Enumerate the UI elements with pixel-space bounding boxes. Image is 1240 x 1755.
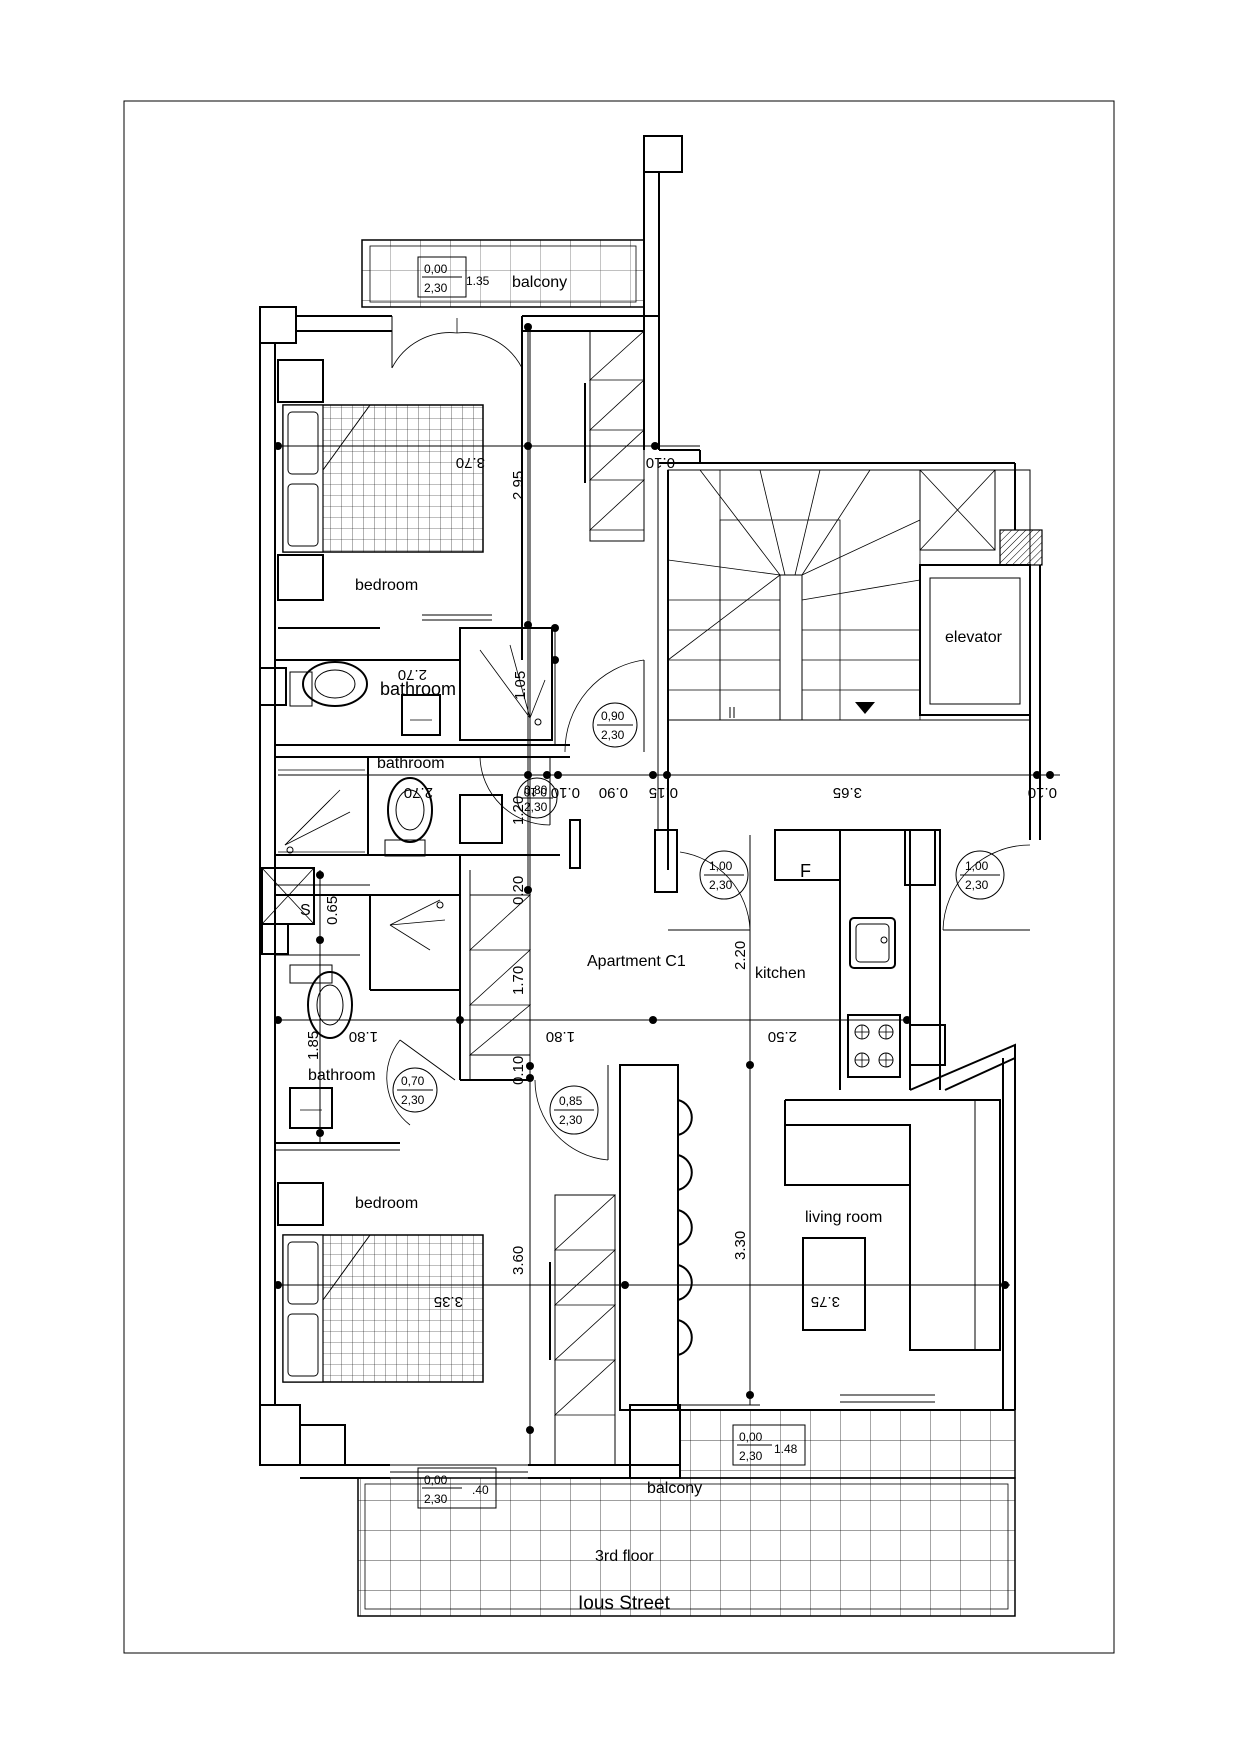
dim-1.20: 1.20	[510, 796, 527, 825]
dim-2.20: 2.20	[732, 941, 749, 970]
svg-text:2,30: 2,30	[424, 281, 448, 295]
corridor-wardrobe-top	[521, 316, 646, 630]
dim-0.10-d: 0.10	[510, 1056, 527, 1085]
opening-tag-balcony-top: 0,00 2,30 1.35	[417, 256, 490, 298]
label-fridge: F	[800, 861, 811, 881]
svg-text:2,30: 2,30	[559, 1113, 583, 1127]
svg-text:0,90: 0,90	[601, 709, 625, 723]
room-labels: balcony bedroom bathroom bathroom elevat…	[300, 274, 1003, 1497]
svg-text:2,30: 2,30	[524, 800, 548, 814]
label-bathroom-upper: bathroom	[380, 679, 456, 699]
label-storage: S	[300, 902, 311, 919]
duct-shaft	[643, 135, 683, 450]
opening-tag-window-148: 0,00 2,30 1.48	[732, 1424, 806, 1466]
label-balcony-bottom: balcony	[647, 1480, 702, 1497]
svg-text:1,00: 1,00	[709, 859, 733, 873]
opening-tags: 0,00 2,30 1.35 0,90 2,30 0,80 2,30 1,00 …	[392, 256, 1005, 1509]
label-bedroom-bottom: bedroom	[355, 1195, 418, 1212]
svg-text:2,30: 2,30	[424, 1492, 448, 1506]
bathroom-upper	[259, 627, 570, 758]
dim-3.35: 3.35	[434, 1293, 463, 1310]
svg-text:2,30: 2,30	[965, 878, 989, 892]
opening-tag-085: 0,85 2,30	[549, 1085, 599, 1135]
balcony-top	[361, 239, 645, 308]
dim-2.70-mid: 2.70	[404, 784, 433, 801]
opening-tag-090: 0,90 2,30	[592, 702, 638, 748]
dim-1.85: 1.85	[305, 1031, 322, 1060]
label-bathroom-mid: bathroom	[377, 755, 445, 772]
svg-text:1.35: 1.35	[466, 274, 490, 288]
dim-0.10-c: 0.10	[1028, 784, 1057, 801]
dim-3.60: 3.60	[510, 1246, 527, 1275]
dim-0.20: 0.20	[510, 876, 527, 905]
svg-text:0,00: 0,00	[424, 1473, 448, 1487]
stairwell	[657, 460, 1043, 870]
dim-2.50: 2.50	[768, 1028, 797, 1045]
dim-3.65: 3.65	[833, 784, 862, 801]
kitchen-counters	[774, 829, 1016, 1091]
dim-2.95: 2.95	[510, 471, 527, 500]
dim-0.65: 0.65	[324, 896, 341, 925]
label-balcony-top: balcony	[512, 274, 567, 291]
living-room-furniture	[619, 1064, 1015, 1411]
svg-text:0,70: 0,70	[401, 1074, 425, 1088]
label-apartment: Apartment C1	[587, 953, 686, 970]
svg-text:2,30: 2,30	[709, 878, 733, 892]
dim-3.75: 3.75	[811, 1293, 840, 1310]
dim-1.80-a: 1.80	[349, 1028, 378, 1045]
svg-text:0,00: 0,00	[424, 262, 448, 276]
svg-text:.40: .40	[472, 1483, 489, 1497]
dim-0.90: 0.90	[599, 784, 628, 801]
svg-text:1,00: 1,00	[965, 859, 989, 873]
opening-tag-070: 0,70 2,30	[392, 1067, 438, 1113]
opening-tag-100b: 1,00 2,30	[955, 850, 1005, 900]
label-living-room: living room	[805, 1209, 882, 1226]
bedroom-bottom-furniture	[277, 1182, 617, 1473]
elevator-shaft	[919, 564, 1031, 716]
dim-1.80-b: 1.80	[546, 1028, 575, 1045]
balcony-bottom	[357, 1409, 1016, 1617]
svg-text:2,30: 2,30	[401, 1093, 425, 1107]
sheet-border	[123, 100, 1115, 1654]
dim-3.30: 3.30	[732, 1231, 749, 1260]
svg-text:2,30: 2,30	[601, 728, 625, 742]
bedroom-top-furniture	[277, 316, 523, 629]
dim-0.10-stair: 0.10	[646, 454, 675, 471]
svg-text:0,80: 0,80	[524, 783, 548, 797]
dim-0.10-a: 0.10	[523, 785, 547, 799]
dim-1.05: 1.05	[512, 671, 529, 700]
label-bathroom-lower: bathroom	[308, 1067, 376, 1084]
opening-tag-window-140: 0,00 2,30 .40	[417, 1467, 497, 1509]
bathroom-mid	[275, 757, 581, 869]
floor-label: 3rd floor	[595, 1548, 654, 1565]
bathroom-lower	[275, 964, 400, 1151]
svg-text:0,00: 0,00	[739, 1430, 763, 1444]
opening-tag-080: 0,80 2,30	[516, 777, 558, 819]
doors	[386, 659, 1031, 1161]
dim-0.15: 0.15	[649, 784, 678, 801]
label-elevator: elevator	[945, 629, 1003, 646]
label-kitchen: kitchen	[755, 965, 806, 982]
svg-text:2,30: 2,30	[739, 1449, 763, 1463]
dimension-dots	[274, 323, 1054, 1434]
svg-text:0,85: 0,85	[559, 1094, 583, 1108]
dim-3.70: 3.70	[456, 454, 485, 471]
dim-2.70-upper: 2.70	[398, 666, 427, 683]
svg-text:1.48: 1.48	[774, 1442, 798, 1456]
label-bedroom-top: bedroom	[355, 577, 418, 594]
street-label: Ious Street	[578, 1593, 671, 1614]
opening-tag-100a: 1,00 2,30	[699, 850, 749, 900]
dim-1.70: 1.70	[510, 966, 527, 995]
dimension-labels: 2.95 3.70 0.10 2.70 1.05 2.70 1.20 0.10 …	[305, 454, 1057, 1310]
dim-0.10-b: 0.10	[551, 784, 580, 801]
